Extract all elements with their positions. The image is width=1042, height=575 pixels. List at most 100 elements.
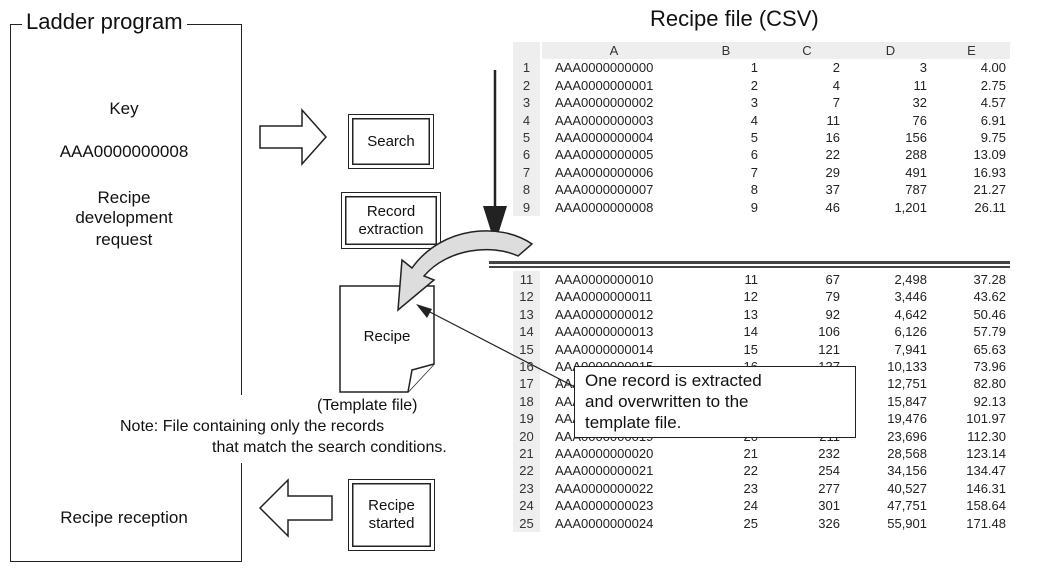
column-c-cell: 92 — [825, 306, 840, 322]
column-e-cell: 123.14 — [966, 446, 1006, 461]
column-c-cell: 37 — [825, 182, 840, 198]
column-d-cell: 19,476 — [887, 411, 927, 427]
column-a-cell: AAA0000000012 — [555, 306, 654, 322]
column-d-cell: 6,126 — [894, 324, 927, 340]
column-e-cell: 101.97 — [966, 411, 1006, 427]
column-e-cell: 146.31 — [966, 480, 1006, 496]
column-header-row: A B C D E — [513, 42, 1010, 60]
column-d-cell: 1,201 — [894, 199, 927, 215]
column-a-cell: AAA0000000005 — [555, 147, 654, 163]
recipe-started-line-2: started — [368, 515, 415, 532]
key-label: Key — [109, 99, 139, 118]
break-line-bottom — [489, 266, 1010, 268]
column-c-cell: 254 — [818, 463, 840, 479]
column-d-cell: 47,751 — [887, 498, 927, 514]
column-d-cell: 10,133 — [887, 359, 927, 374]
column-c-cell: 22 — [825, 147, 840, 163]
row-number-cell: 6 — [513, 146, 540, 164]
column-c-cell: 326 — [818, 515, 840, 531]
column-b-cell: 7 — [750, 164, 758, 180]
column-b-cell: 12 — [743, 289, 758, 305]
row-number-cell: 3 — [513, 94, 540, 112]
column-a-cell: AAA0000000022 — [555, 480, 654, 496]
column-b-cell: 9 — [750, 199, 758, 215]
column-a-cell: AAA0000000001 — [555, 77, 654, 93]
column-e-cell: 43.62 — [973, 289, 1006, 305]
column-a-cell: AAA0000000007 — [555, 182, 654, 198]
recipe-started-line-1: Recipe — [368, 497, 415, 514]
column-b-cell: 24 — [743, 498, 758, 514]
column-c-cell: 232 — [818, 446, 840, 461]
column-d-cell: 34,156 — [887, 463, 927, 479]
column-a-cell: AAA0000000006 — [555, 164, 654, 180]
column-d-cell: 23,696 — [887, 428, 927, 444]
column-d-cell: 76 — [912, 112, 927, 128]
column-e-cell: 16.93 — [973, 164, 1006, 180]
column-d-cell: 7,941 — [894, 341, 927, 357]
column-e-cell: 13.09 — [973, 147, 1006, 163]
column-header-d: D — [848, 42, 933, 60]
column-b-cell: 13 — [743, 306, 758, 322]
column-d-cell: 55,901 — [887, 515, 927, 531]
column-b-cell: 8 — [750, 182, 758, 198]
callout-line-1: One record is extracted — [585, 371, 762, 390]
column-b-cell: 23 — [743, 480, 758, 496]
column-b-cell: 6 — [750, 147, 758, 163]
column-b-cell: 25 — [743, 515, 758, 531]
column-e-cell: 73.96 — [973, 359, 1006, 374]
column-header-b: B — [686, 42, 766, 60]
callout-pointer-icon — [416, 304, 601, 401]
column-d-cell: 787 — [905, 182, 927, 198]
row-number-cell: 19 — [513, 410, 540, 428]
row-number-cell: 18 — [513, 392, 540, 411]
table-row: 8 AAA0000000007 8 37 787 21.27 — [513, 181, 1010, 199]
row-number-cell: 2 — [513, 76, 540, 95]
key-value: AAA0000000008 — [59, 142, 189, 161]
column-c-cell: 121 — [818, 341, 840, 357]
column-d-cell: 12,751 — [887, 376, 927, 392]
column-b-cell: 11 — [744, 272, 759, 287]
column-b-cell: 14 — [743, 324, 758, 340]
column-header-c: C — [766, 42, 848, 60]
row-number-cell: 12 — [513, 288, 540, 306]
column-c-cell: 46 — [825, 199, 840, 215]
curved-extraction-arrow-icon — [397, 230, 534, 312]
column-d-cell: 2,498 — [894, 272, 927, 287]
column-e-cell: 2.75 — [980, 77, 1006, 93]
column-b-cell: 4 — [750, 112, 758, 128]
column-c-cell: 16 — [825, 130, 840, 145]
column-d-cell: 15,847 — [887, 393, 927, 409]
note-backing — [98, 395, 454, 463]
corner-cell — [513, 42, 540, 60]
search-label: Search — [367, 132, 415, 150]
column-c-cell: 79 — [825, 289, 840, 305]
row-number-cell: 8 — [513, 181, 540, 199]
row-number-cell: 17 — [513, 375, 540, 393]
recipe-reception-label: Recipe reception — [60, 508, 188, 527]
column-e-cell: 37.28 — [973, 272, 1006, 287]
row-number-cell: 14 — [513, 323, 540, 341]
column-a-cell: AAA0000000021 — [555, 463, 654, 479]
column-b-cell: 22 — [743, 463, 758, 479]
column-b-cell: 15 — [743, 341, 758, 357]
column-e-cell: 21.27 — [973, 182, 1006, 198]
column-a-cell: AAA0000000004 — [555, 130, 654, 145]
row-number-cell: 25 — [513, 514, 540, 532]
column-c-cell: 301 — [818, 498, 840, 514]
arrow-left-icon — [258, 478, 333, 538]
column-e-cell: 112.30 — [967, 428, 1006, 444]
column-a-cell: AAA0000000014 — [555, 341, 654, 357]
callout-line-2: and overwritten to the — [585, 392, 749, 411]
column-c-cell: 11 — [826, 112, 841, 128]
